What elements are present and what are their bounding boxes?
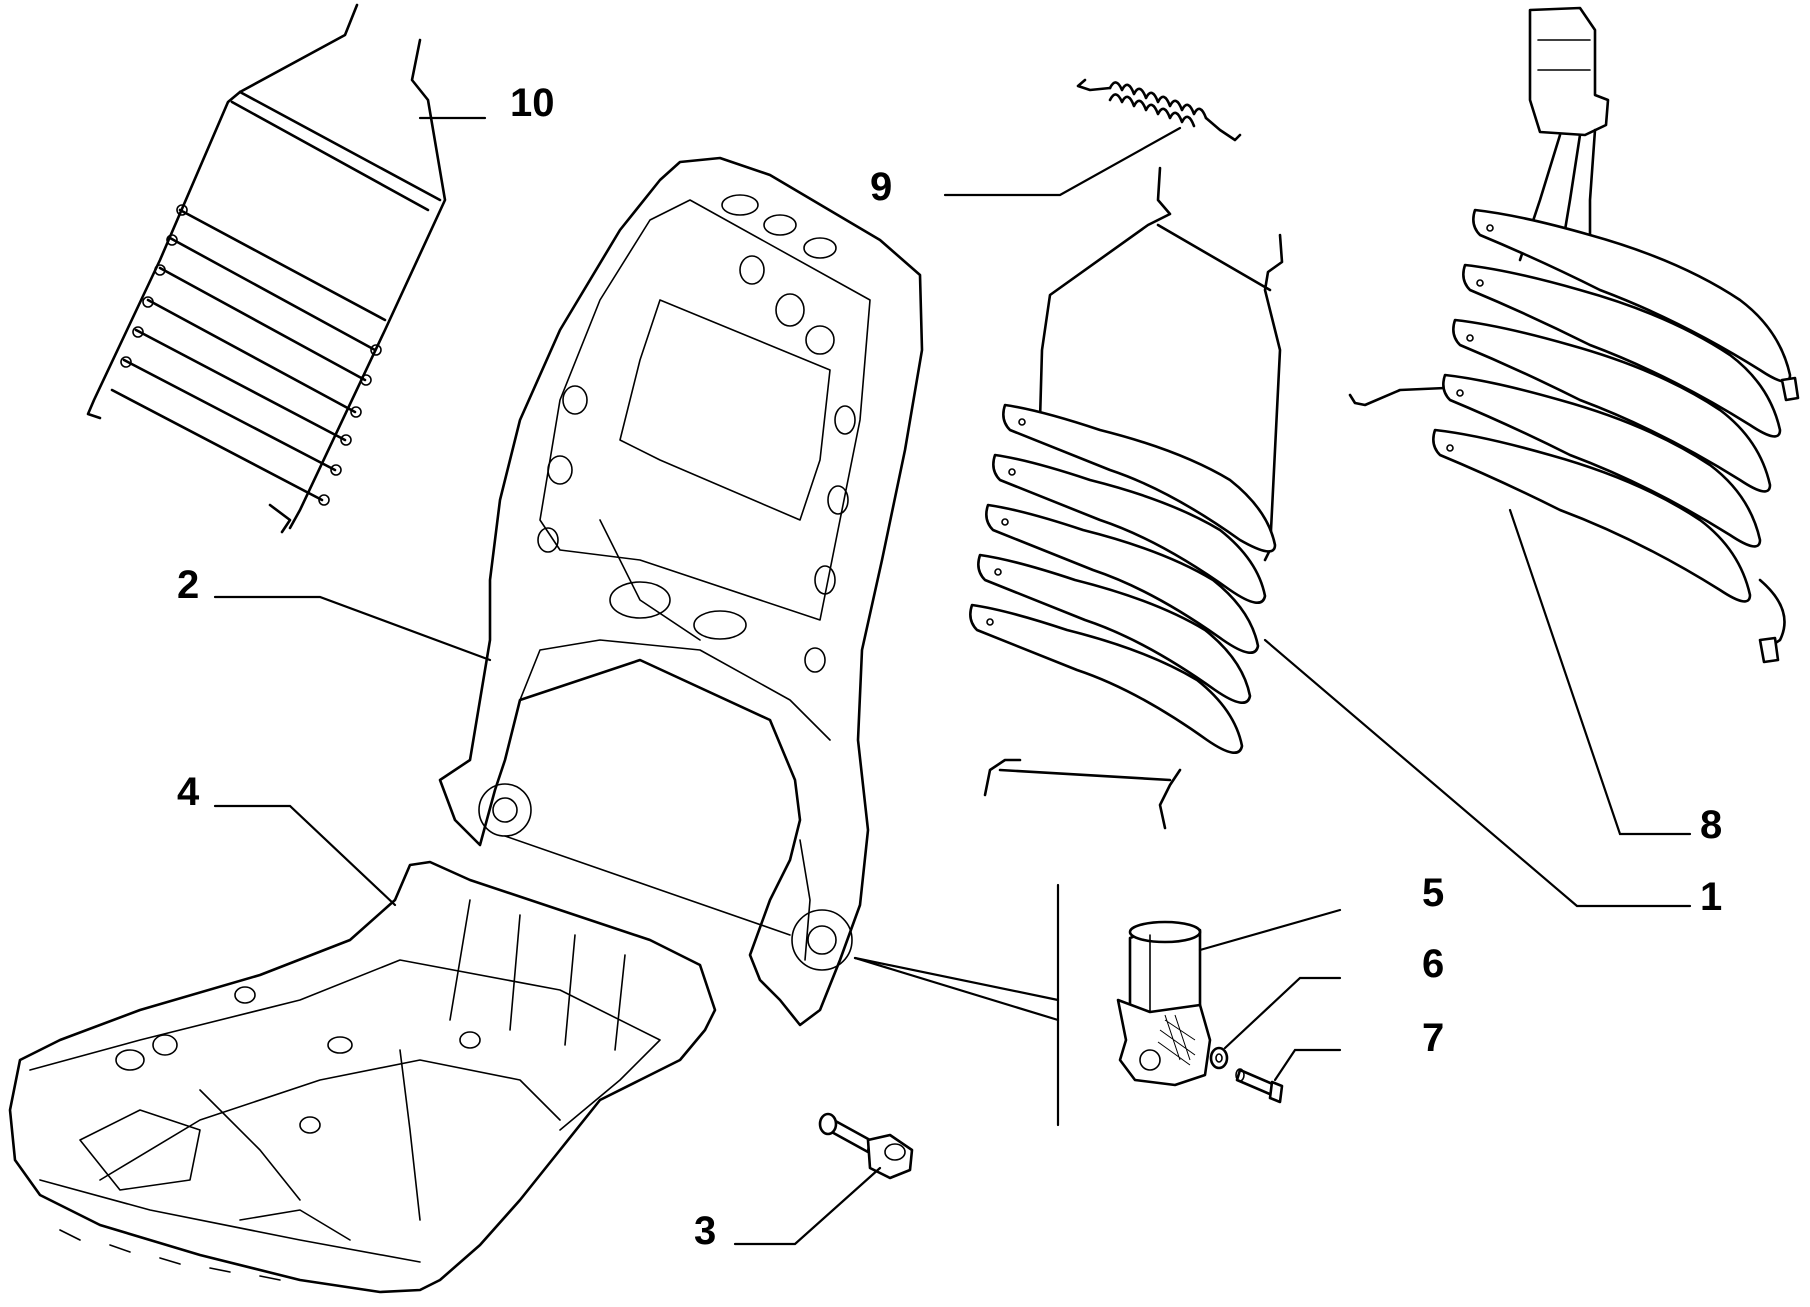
leader-line-bracket-lower xyxy=(853,956,1060,1022)
part-10-backrest-wire-mat xyxy=(86,3,447,534)
callout-9: 9 xyxy=(870,165,892,209)
callout-labels: 10 9 2 4 3 5 6 7 8 1 xyxy=(177,81,1722,1253)
part-2-backrest-frame xyxy=(438,156,924,1027)
part-6-washer xyxy=(1209,1046,1229,1070)
leader-lines xyxy=(213,116,1692,1246)
callout-10: 10 xyxy=(510,81,555,125)
callout-5: 5 xyxy=(1422,871,1444,915)
callout-8: 8 xyxy=(1700,803,1722,847)
part-1-lumbar-support xyxy=(969,166,1284,830)
part-3-bolt xyxy=(818,1112,914,1180)
part-9-spring xyxy=(1076,78,1242,142)
part-4-seat-cushion-frame xyxy=(8,860,717,1294)
leader-line-4 xyxy=(213,804,397,907)
leader-line-bracket-upper xyxy=(853,956,1060,1002)
leader-line-8 xyxy=(1508,508,1692,836)
callout-6: 6 xyxy=(1422,942,1444,986)
leader-line-6 xyxy=(1223,976,1342,1050)
callout-7: 7 xyxy=(1422,1016,1444,1060)
callout-2: 2 xyxy=(177,563,199,607)
callout-3: 3 xyxy=(694,1209,716,1253)
leader-line-1 xyxy=(1263,638,1692,908)
callout-1: 1 xyxy=(1700,875,1722,919)
leader-line-5 xyxy=(1198,908,1342,952)
leader-line-9 xyxy=(943,126,1182,197)
leader-line-7 xyxy=(1273,1048,1342,1082)
part-8-lumbar-support-with-harness xyxy=(1348,6,1800,664)
leader-line-3 xyxy=(733,1166,882,1246)
part-5-electric-motor xyxy=(1116,920,1212,1087)
part-7-screw xyxy=(1235,1068,1284,1104)
callout-4: 4 xyxy=(177,770,200,814)
leader-line-2 xyxy=(213,595,492,662)
